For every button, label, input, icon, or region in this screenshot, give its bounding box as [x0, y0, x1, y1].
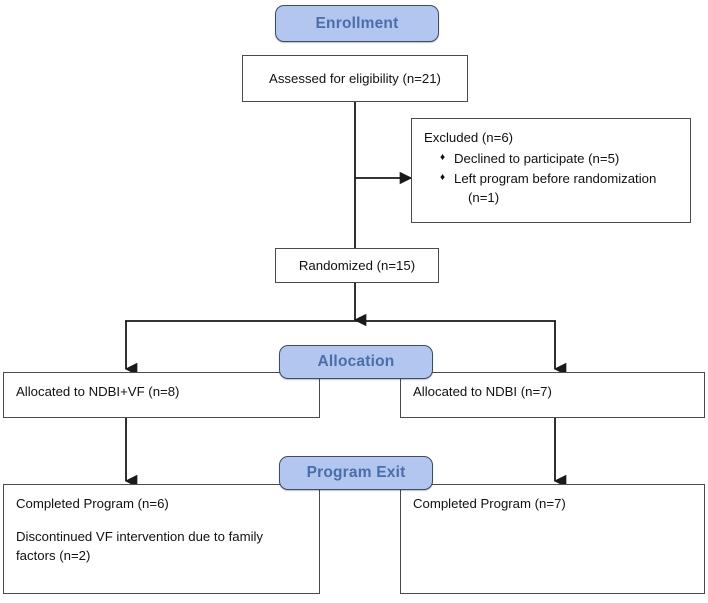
excluded-reason-text: Declined to participate (n=5)	[454, 151, 620, 167]
excluded-reason-continuation: (n=1)	[468, 190, 500, 206]
stage-allocation-text: Allocation	[317, 353, 395, 370]
exit-left-completed: Completed Program (n=6)	[16, 496, 169, 511]
excluded-reason-list: ♦ Declined to participate (n=5) ♦ Left p…	[424, 149, 679, 207]
node-exit-ndbi: Completed Program (n=7)	[400, 484, 705, 594]
spacer	[16, 513, 308, 527]
diamond-bullet-icon: ♦	[440, 172, 446, 184]
excluded-reason-text: Left program before randomization	[454, 171, 657, 187]
stage-label-program-exit: Program Exit	[279, 456, 433, 490]
list-item: ♦ Declined to participate (n=5)	[440, 149, 679, 168]
excluded-title: Excluded (n=6)	[424, 130, 514, 145]
node-assessed-for-eligibility: Assessed for eligibility (n=21)	[242, 55, 468, 102]
node-allocated-right-text: Allocated to NDBI (n=7)	[413, 384, 552, 399]
node-allocated-left-text: Allocated to NDBI+VF (n=8)	[16, 384, 180, 399]
node-exit-ndbi-vf: Completed Program (n=6) Discontinued VF …	[3, 484, 320, 594]
exit-right-completed: Completed Program (n=7)	[413, 496, 566, 511]
node-randomized-text: Randomized (n=15)	[298, 257, 416, 273]
node-excluded: Excluded (n=6) ♦ Declined to participate…	[411, 118, 691, 223]
exit-left-discontinued-line2: factors (n=2)	[16, 548, 91, 564]
exit-left-discontinued-line1: Discontinued VF intervention due to fami…	[16, 529, 264, 545]
stage-label-enrollment: Enrollment	[275, 5, 439, 42]
stage-enrollment-text: Enrollment	[315, 14, 399, 32]
node-allocated-ndbi-vf: Allocated to NDBI+VF (n=8)	[3, 372, 320, 418]
node-allocated-ndbi: Allocated to NDBI (n=7)	[400, 372, 705, 418]
node-randomized: Randomized (n=15)	[275, 248, 439, 283]
stage-program-exit-text: Program Exit	[306, 464, 406, 481]
node-assessed-text: Assessed for eligibility (n=21)	[269, 70, 441, 86]
list-item: ♦ Left program before randomization (n=1…	[440, 169, 679, 207]
diamond-bullet-icon: ♦	[440, 152, 446, 164]
stage-label-allocation: Allocation	[279, 345, 433, 379]
